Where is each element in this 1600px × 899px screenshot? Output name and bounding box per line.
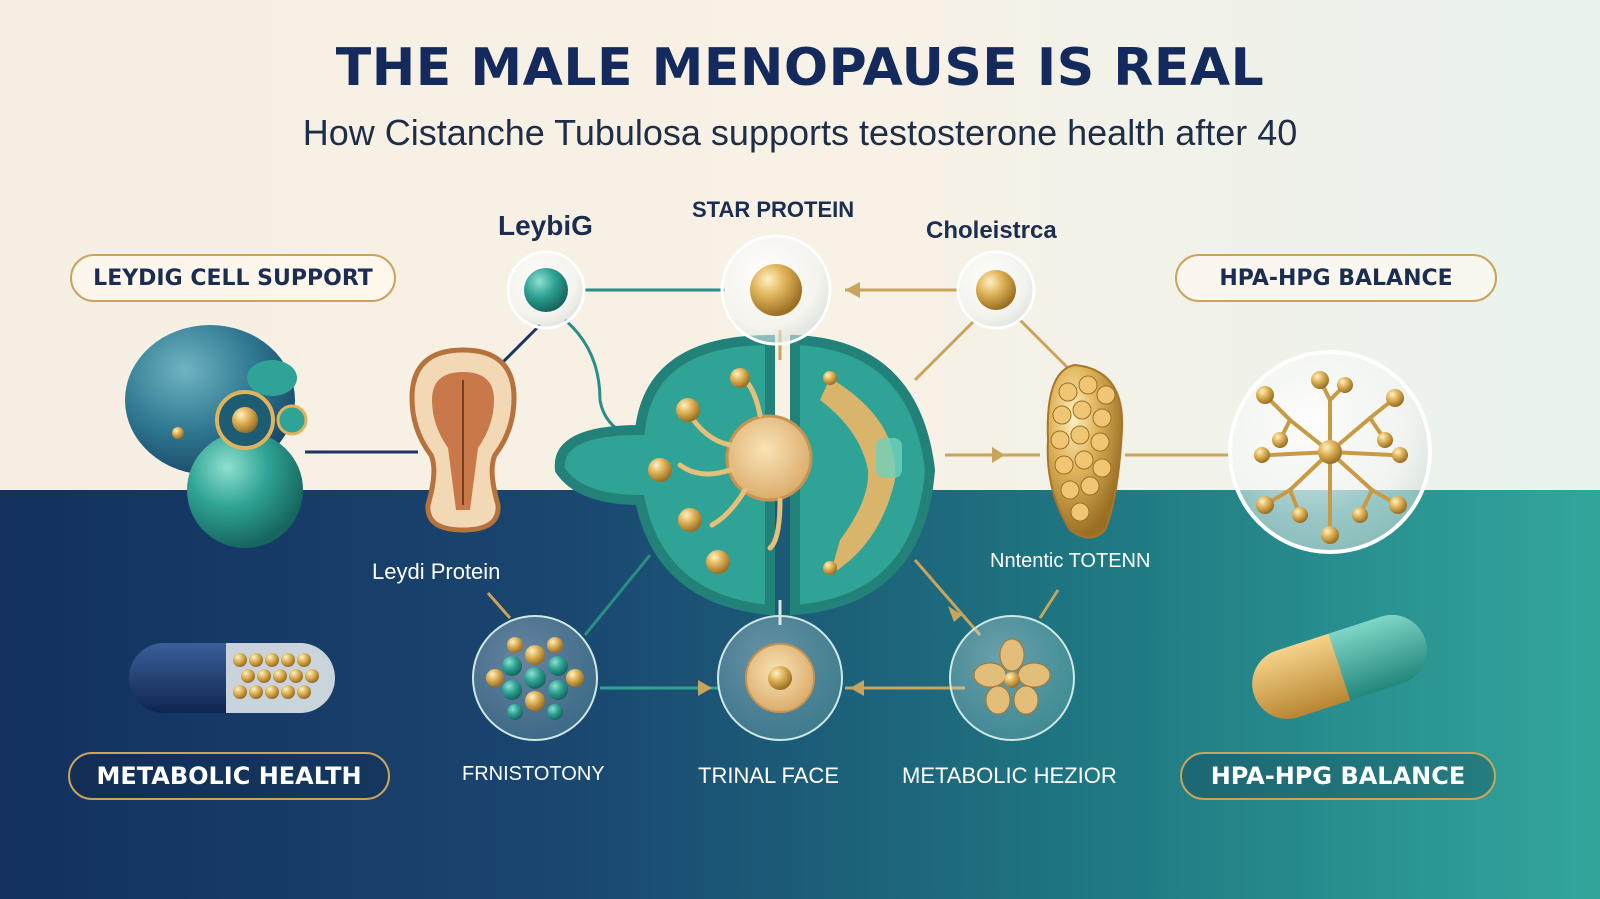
label-nntentic-totenn: Nntentic TOTENN [990, 550, 1151, 572]
connector-lines [305, 282, 1232, 696]
leybig-node [506, 250, 586, 330]
leydig-cell-illustration [125, 325, 308, 548]
page-title: THE MALE MENOPAUSE IS REAL [335, 38, 1265, 98]
connector-leydi-arrow [486, 592, 512, 619]
golden-cluster-illustration [1046, 363, 1124, 539]
label-frnistotony: FRNISTOTONY [462, 763, 605, 785]
connector-leybig-curve [564, 318, 641, 442]
connector-nnt-arrow [1038, 589, 1060, 619]
label-leydi-protein: Leydi Protein [372, 559, 501, 584]
label-metabolic-hezior: METABOLIC HEZIOR [902, 763, 1117, 788]
label-choleistrca: Choleistrca [926, 217, 1057, 244]
star-protein-node [720, 234, 832, 346]
choleistrca-node [956, 250, 1036, 330]
capsule-right-illustration [1252, 614, 1427, 719]
label-star-protein: STAR PROTEIN [692, 197, 855, 222]
trinal-face-node [717, 615, 843, 741]
connector-chol-right [1018, 318, 1077, 377]
label-trinal-face: TRINAL FACE [698, 763, 839, 788]
arrowhead-right-down [948, 606, 962, 622]
metabolic-hezior-node [949, 615, 1075, 741]
page-subtitle: How Cistanche Tubulosa supports testoste… [302, 112, 1298, 153]
pill-hpa-hpg-balance-bottom: HPA-HPG BALANCE [1180, 752, 1496, 800]
neuron-sphere-illustration [1228, 350, 1432, 554]
pill-hpa-hpg-balance-top: HPA-HPG BALANCE [1175, 254, 1497, 302]
central-cell-illustration [554, 334, 936, 616]
frnistotony-node [472, 615, 598, 741]
label-leybig: LeybiG [498, 210, 593, 241]
arrowhead-mid-right [992, 447, 1005, 463]
connector-left-down [583, 554, 652, 636]
connector-right-down [913, 559, 982, 636]
connector-chol-down [913, 318, 977, 382]
arrowhead-star [845, 282, 860, 298]
gland-illustration [409, 347, 517, 533]
pill-leydig-cell-support: LEYDIG CELL SUPPORT [70, 254, 396, 302]
arrowhead-bottom-right [850, 680, 864, 696]
pill-metabolic-health: METABOLIC HEALTH [68, 752, 390, 800]
arrowhead-bottom-left [698, 680, 712, 696]
capsule-left-illustration [129, 643, 335, 713]
